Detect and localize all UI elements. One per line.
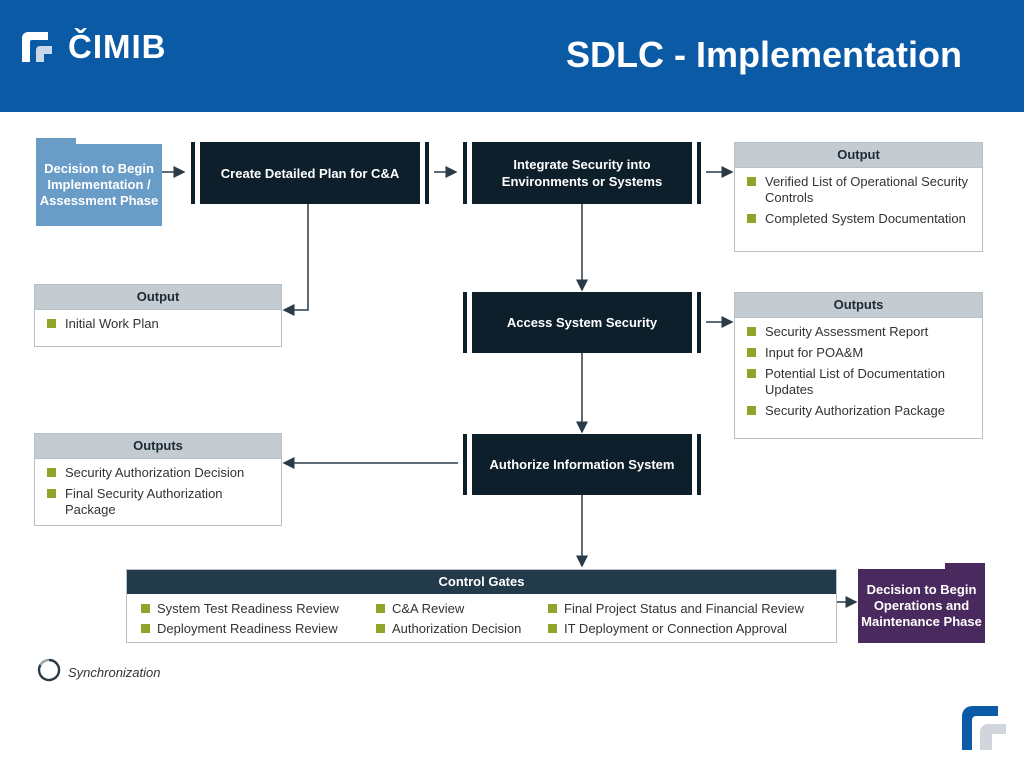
synchronization-label: Synchronization [68,665,161,680]
output-box-access: Outputs Security Assessment Report Input… [734,292,983,439]
start-phase-label: Decision to Begin Implementation / Asses… [39,161,159,208]
control-gates-heading: Control Gates [127,570,836,594]
sdlc-diagram: Decision to Begin Implementation / Asses… [0,112,1024,768]
output-item: Security Authorization Decision [45,465,273,481]
output-item: Completed System Documentation [745,211,974,227]
output-box-authorize: Outputs Security Authorization Decision … [34,433,282,526]
slide-title: SDLC - Implementation [565,34,962,75]
output-item: Input for POA&M [745,345,974,361]
cimib-logo-mark-icon [18,28,56,66]
output-box-integrate: Output Verified List of Operational Secu… [734,142,983,252]
cimib-logo: ČIMIB [18,28,167,66]
output-item: Potential List of Documentation Updates [745,366,974,398]
gate-item: Final Project Status and Financial Revie… [546,601,804,617]
step-access-security-label: Access System Security [506,315,658,330]
connector-arrows [162,166,858,608]
output-item: Initial Work Plan [45,316,273,332]
step-create-plan-label: Create Detailed Plan for C&A [220,165,400,181]
step-create-plan: Create Detailed Plan for C&A [186,142,434,204]
gate-item: C&A Review [374,601,464,617]
slide-header: ČIMIB SDLC - Implementation [0,0,1024,112]
gate-item: Deployment Readiness Review [139,621,338,637]
corner-logo-icon [958,702,1010,754]
output-heading: Outputs [35,434,281,459]
output-heading: Outputs [735,293,982,318]
output-box-plan: Output Initial Work Plan [34,284,282,347]
step-authorize-system-label: Authorize Information System [489,457,675,472]
step-integrate-security-label: Integrate Security into Environments or … [501,157,663,189]
synchronization-icon [36,657,62,688]
output-item: Security Assessment Report [745,324,974,340]
start-phase-folder: Decision to Begin Implementation / Asses… [36,138,162,226]
end-phase-folder: Decision to Begin Operations and Mainten… [858,563,985,643]
gate-item: IT Deployment or Connection Approval [546,621,787,637]
step-access-security: Access System Security [458,292,706,353]
output-heading: Output [35,285,281,310]
logo-text: ČIMIB [68,28,167,65]
step-authorize-system: Authorize Information System [458,434,706,495]
synchronization-legend: Synchronization [36,657,161,688]
output-item: Verified List of Operational Security Co… [745,174,974,206]
gate-item: System Test Readiness Review [139,601,339,617]
step-integrate-security: Integrate Security into Environments or … [458,142,706,204]
output-heading: Output [735,143,982,168]
gate-item: Authorization Decision [374,621,521,637]
output-item: Final Security Authorization Package [45,486,273,518]
output-item: Security Authorization Package [745,403,974,419]
control-gates-box: Control Gates System Test Readiness Revi… [126,569,837,643]
end-phase-label: Decision to Begin Operations and Mainten… [861,582,982,629]
